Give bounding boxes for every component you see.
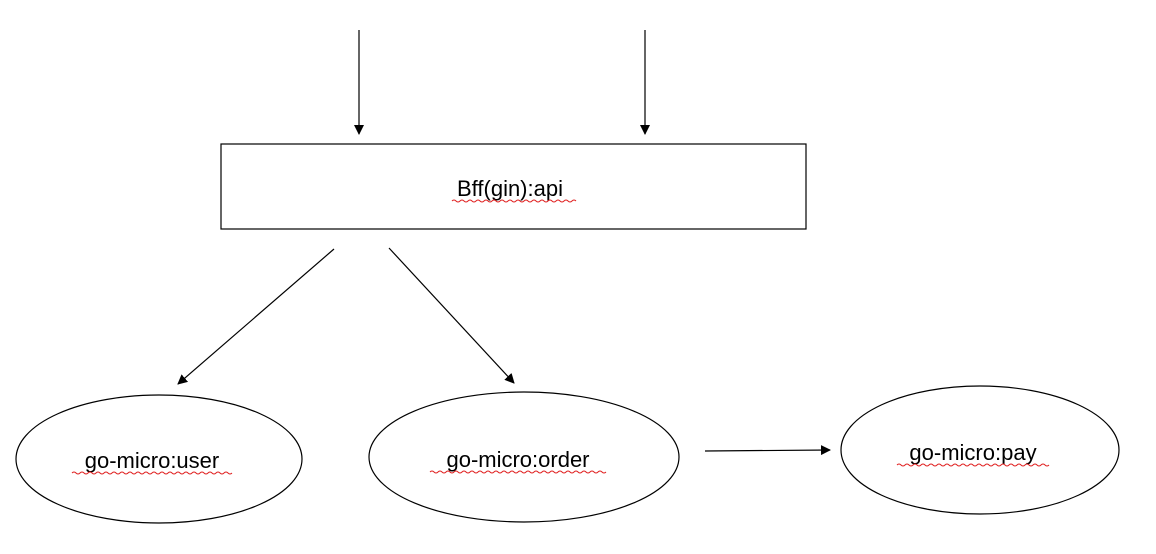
bff-box (220, 143, 807, 230)
node-order: go-micro:order (368, 391, 680, 523)
user-label: go-micro:user (85, 448, 219, 473)
node-pay: go-micro:pay (840, 385, 1120, 515)
bff-label-spellcheck-underline (451, 199, 577, 203)
order-label-spellcheck-underline (429, 470, 607, 474)
edge-bff-to-user-arrow (177, 248, 335, 385)
pay-label-spellcheck-underline (896, 463, 1050, 467)
node-bff: Bff(gin):api (220, 143, 807, 230)
pay-label: go-micro:pay (909, 440, 1036, 465)
user-ellipse (15, 394, 303, 524)
node-user: go-micro:user (15, 394, 303, 524)
user-label-spellcheck-underline (71, 471, 233, 475)
pay-ellipse (840, 385, 1120, 515)
bff-label: Bff(gin):api (457, 176, 563, 201)
edge-bff-to-order-arrow (388, 247, 515, 384)
order-ellipse (368, 391, 680, 523)
edge-order-to-pay-arrow (704, 445, 831, 456)
order-label: go-micro:order (446, 447, 589, 472)
